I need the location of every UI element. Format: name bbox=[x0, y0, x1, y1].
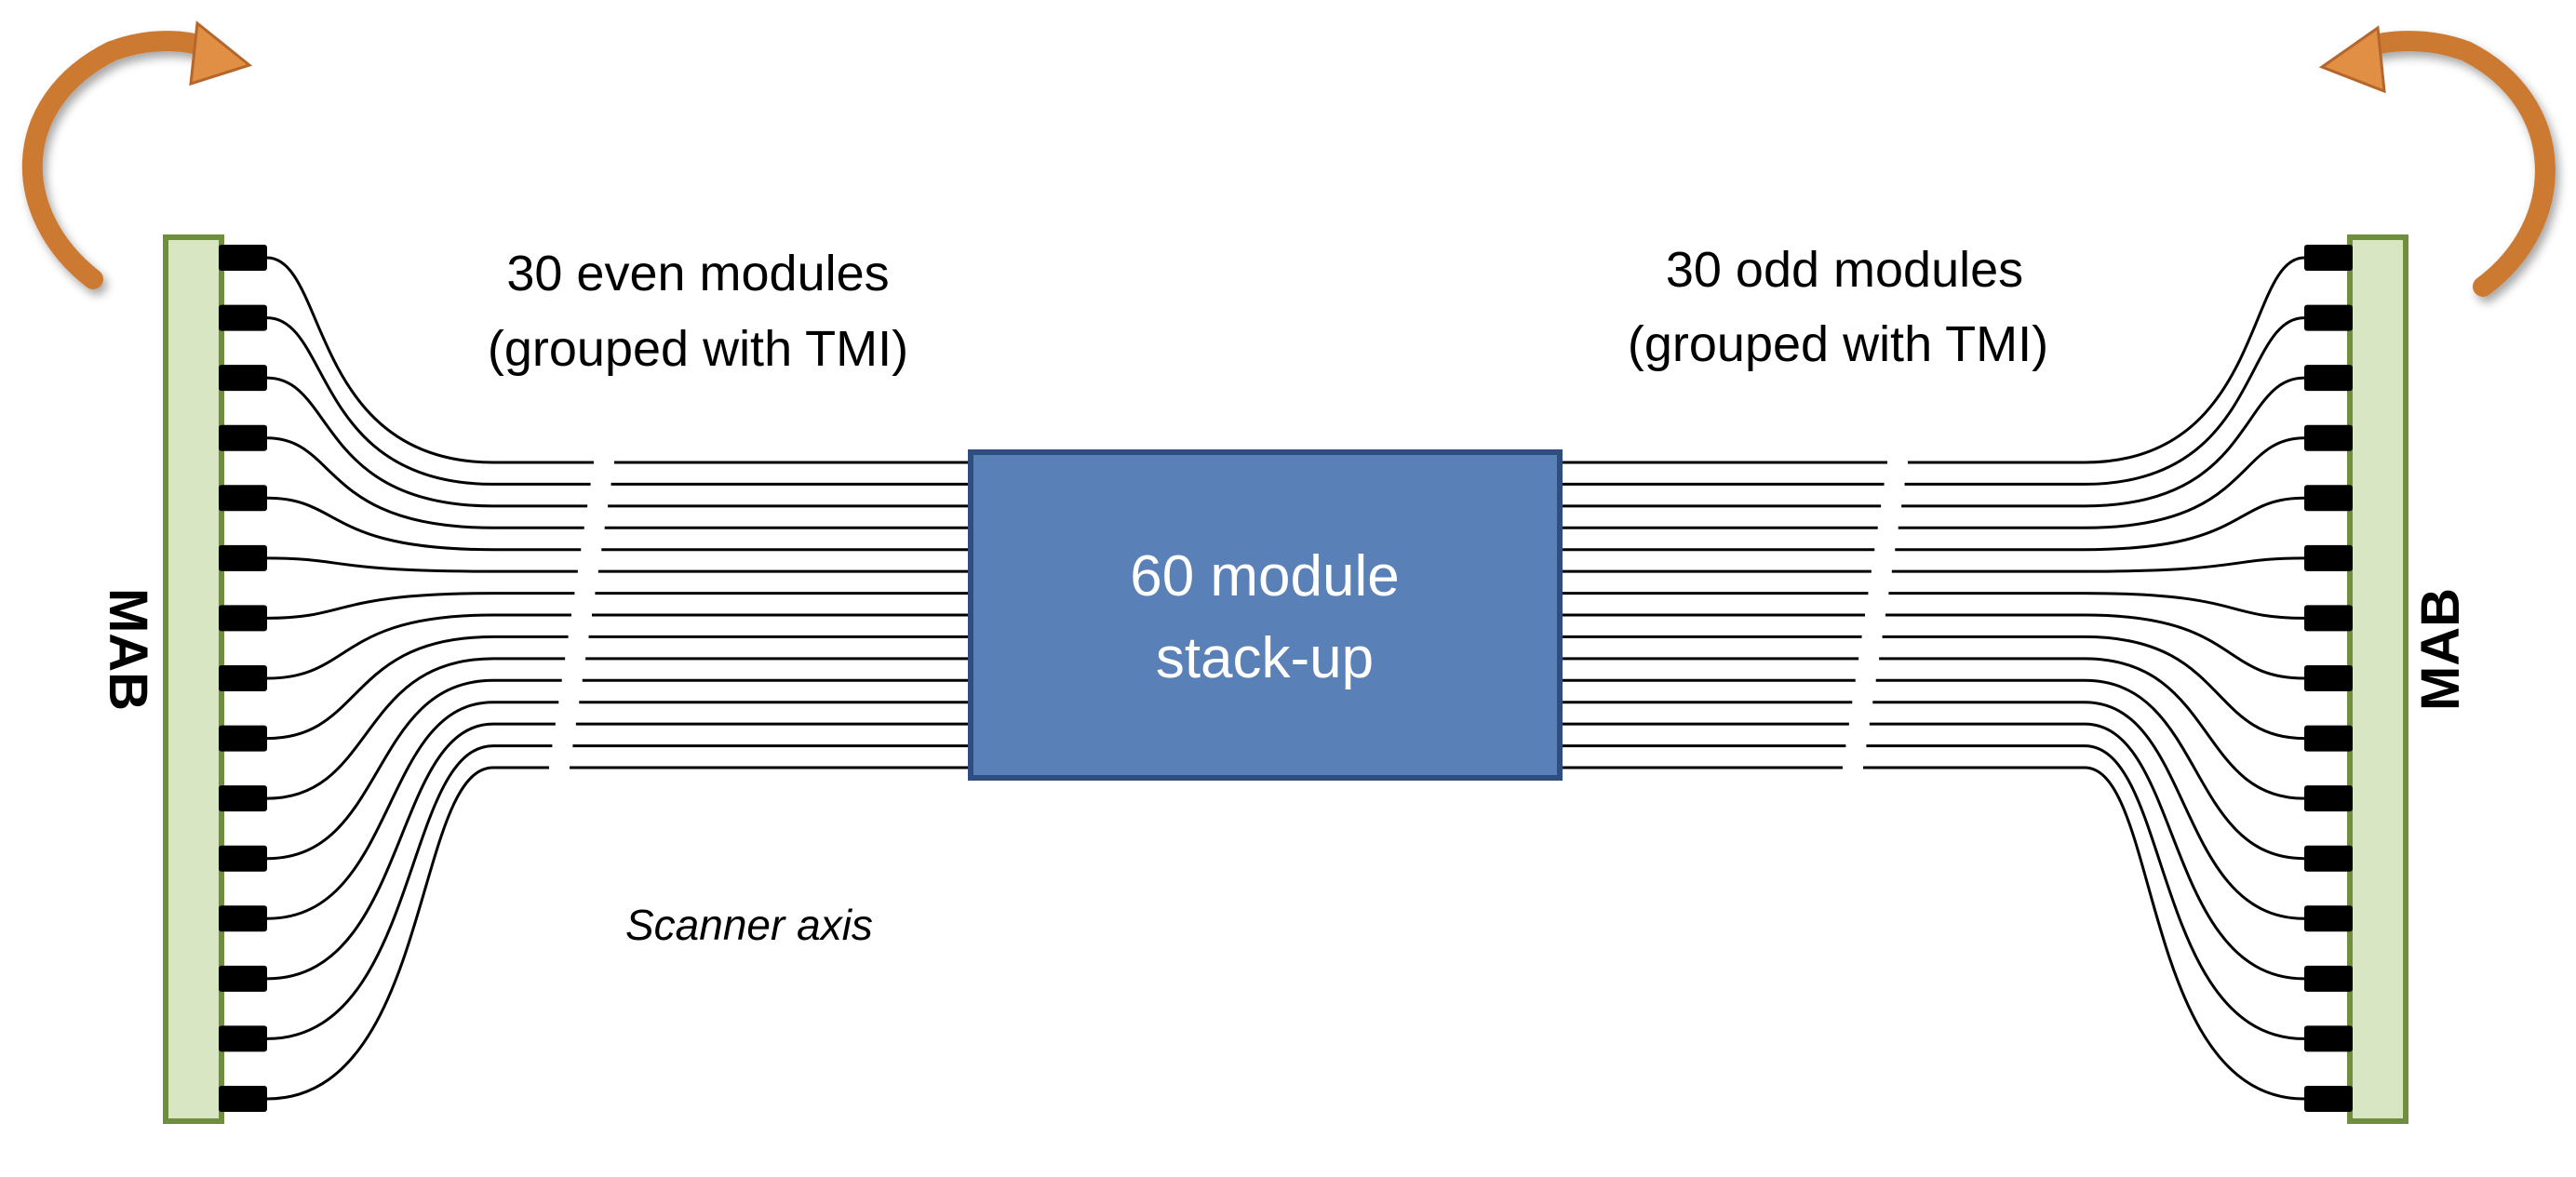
left-cable-curve bbox=[266, 376, 494, 508]
left-cable-curve bbox=[266, 613, 494, 680]
left-cable-curve bbox=[266, 256, 494, 464]
left-cable-bundle bbox=[266, 256, 971, 1101]
left-rotation-arrow bbox=[21, 20, 253, 289]
right-cable-curve bbox=[2084, 744, 2305, 1040]
left-connector bbox=[219, 245, 267, 271]
left-connector bbox=[219, 605, 267, 632]
left-cable-curve bbox=[266, 592, 494, 620]
module-stack-box bbox=[968, 449, 1563, 781]
right-connector bbox=[2304, 424, 2353, 451]
right-connector bbox=[2304, 905, 2353, 932]
right-connector bbox=[2304, 1086, 2353, 1112]
right-cable-curve bbox=[2084, 256, 2305, 464]
right-connector bbox=[2304, 1025, 2353, 1052]
right-connector bbox=[2304, 304, 2353, 331]
scanner-axis-label: Scanner axis bbox=[625, 901, 873, 949]
right-connector bbox=[2304, 605, 2353, 632]
left-cable-curve bbox=[266, 496, 494, 552]
left-connector bbox=[219, 365, 267, 392]
right-rotation-arrow bbox=[2318, 25, 2556, 297]
right-connector bbox=[2304, 245, 2353, 271]
left-connector bbox=[219, 544, 267, 571]
right-cable-curve bbox=[2084, 722, 2305, 981]
left-connector bbox=[219, 1086, 267, 1112]
left-cable-curve bbox=[266, 657, 494, 800]
right-connector bbox=[2304, 365, 2353, 392]
left-cable-curve bbox=[266, 316, 494, 486]
right-cable-curve bbox=[2084, 316, 2305, 486]
right-group-label-line1: 30 odd modules bbox=[1666, 242, 2023, 298]
left-connector bbox=[219, 905, 267, 932]
left-cable-curve bbox=[266, 766, 494, 1101]
left-cable-curve bbox=[266, 556, 494, 573]
left-cable-curve bbox=[266, 722, 494, 981]
right-cable-curve bbox=[2084, 701, 2305, 920]
stack-label-line2: stack-up bbox=[1156, 626, 1374, 690]
left-group-label-line1: 30 even modules bbox=[506, 246, 889, 301]
right-connector bbox=[2304, 965, 2353, 992]
right-cable-curve bbox=[2084, 678, 2305, 861]
left-connector bbox=[219, 845, 267, 872]
right-cable-bundle bbox=[1560, 256, 2305, 1101]
right-connector bbox=[2304, 725, 2353, 752]
left-mab-label: MAB bbox=[98, 588, 158, 711]
left-mab-board bbox=[163, 234, 224, 1124]
right-cable-curve bbox=[2084, 556, 2305, 573]
right-cable-curve bbox=[2084, 766, 2305, 1101]
right-connector bbox=[2304, 785, 2353, 812]
right-connector bbox=[2304, 845, 2353, 872]
left-connector bbox=[219, 304, 267, 331]
left-connector bbox=[219, 785, 267, 812]
left-cable-curve bbox=[266, 635, 494, 741]
left-cable-curve bbox=[266, 436, 494, 529]
right-cable-curve bbox=[2084, 592, 2305, 620]
left-connector bbox=[219, 665, 267, 691]
right-connector bbox=[2304, 485, 2353, 512]
left-connector bbox=[219, 725, 267, 752]
right-connector bbox=[2304, 665, 2353, 691]
left-group-label-line2: (grouped with TMI) bbox=[488, 321, 908, 377]
left-cable-curve bbox=[266, 701, 494, 920]
right-cable-curve bbox=[2084, 635, 2305, 741]
stack-label-line1: 60 module bbox=[1130, 544, 1400, 609]
right-cable-curve bbox=[2084, 376, 2305, 508]
right-mab-label: MAB bbox=[2410, 588, 2471, 711]
right-connector-column bbox=[2304, 245, 2353, 1112]
right-cable-curve bbox=[2084, 657, 2305, 800]
left-connector bbox=[219, 1025, 267, 1052]
right-cable-curve bbox=[2084, 613, 2305, 680]
left-connector bbox=[219, 485, 267, 512]
right-cable-curve bbox=[2084, 436, 2305, 529]
left-cable-curve bbox=[266, 744, 494, 1040]
right-cable-curve bbox=[2084, 496, 2305, 552]
left-connector-column bbox=[219, 245, 267, 1112]
right-group-label-line2: (grouped with TMI) bbox=[1628, 316, 2048, 372]
left-connector bbox=[219, 965, 267, 992]
right-connector bbox=[2304, 544, 2353, 571]
left-connector bbox=[219, 424, 267, 451]
left-cable-curve bbox=[266, 678, 494, 861]
right-mab-board bbox=[2347, 234, 2408, 1124]
